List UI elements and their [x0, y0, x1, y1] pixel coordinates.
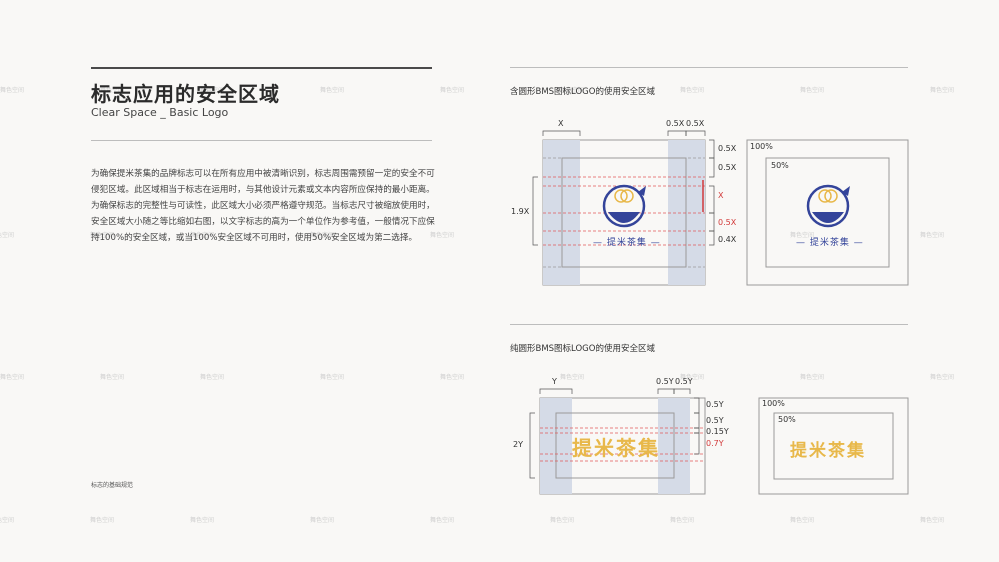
watermark-text: 舞色空间 [920, 517, 945, 524]
s2-label-left: 2Y [513, 440, 523, 449]
s1-right-label-2: X [718, 191, 724, 200]
watermark-text: 舞色空间 [0, 232, 15, 239]
section1-top-rule [510, 67, 908, 68]
watermark-text: 舞色空间 [100, 374, 125, 381]
watermark-text: 舞色空间 [930, 374, 955, 381]
s1-label-x: X [558, 119, 564, 128]
s1-logo-text-small: — 提米茶集 — [796, 238, 864, 248]
s2-bracket-left [529, 412, 535, 479]
s2-bracket-half-a [657, 388, 675, 394]
watermark-text: 舞色空间 [0, 517, 15, 524]
watermark-text: 舞色空间 [430, 517, 455, 524]
watermark-text: 舞色空间 [190, 232, 215, 239]
page-title: 标志应用的安全区域 [91, 82, 280, 106]
s1-bracket-x [542, 130, 581, 136]
s2-box-50-label: 50% [778, 415, 796, 424]
watermark-text: 舞色空间 [0, 374, 25, 381]
section2-title: 纯圆形BMS图标LOGO的使用安全区域 [510, 344, 655, 354]
s1-right-label-1: 0.5X [718, 163, 737, 172]
s1-box-100 [746, 139, 909, 286]
s2-guides [540, 427, 705, 462]
s1-box-50 [765, 157, 890, 268]
watermark-text: 舞色空间 [0, 87, 25, 94]
s2-label-half-a: 0.5Y [656, 377, 674, 386]
s2-inner-frame [555, 412, 675, 479]
s1-label-left: 1.9X [511, 207, 530, 216]
watermark-text: 舞色空间 [310, 517, 335, 524]
s2-right-label-0: 0.5Y [706, 400, 724, 409]
page-subtitle: Clear Space _ Basic Logo [91, 106, 229, 119]
watermark-text: 舞色空间 [670, 517, 695, 524]
watermark-text: 舞色空间 [440, 87, 465, 94]
watermark-text: 舞色空间 [90, 232, 115, 239]
s1-right-label-4: 0.4X [718, 235, 737, 244]
section2-top-rule [510, 324, 908, 325]
s2-label-half-b: 0.5Y [675, 377, 693, 386]
description-paragraph: 为确保提米茶集的品牌标志可以在所有应用中被清晰识别，标志周围需预留一定的安全不可… [91, 169, 435, 243]
s1-logo-mark [602, 184, 646, 228]
s2-right-label-2: 0.15Y [706, 427, 729, 436]
watermark-text: 舞色空间 [190, 517, 215, 524]
s1-logo-mark-small [806, 184, 850, 228]
watermark-text: 舞色空间 [680, 374, 705, 381]
watermark-text: 舞色空间 [800, 374, 825, 381]
watermark-text: 舞色空间 [790, 232, 815, 239]
s1-right-label-3: 0.5X [718, 218, 737, 227]
footer-label: 标志的基础规范 [91, 482, 134, 489]
title-bottom-rule [91, 140, 432, 141]
watermark-text: 舞色空间 [680, 87, 705, 94]
watermark-text: 舞色空间 [920, 232, 945, 239]
s2-right-label-3: 0.7Y [706, 439, 724, 448]
watermark-text: 舞色空间 [430, 232, 455, 239]
watermark-text: 舞色空间 [320, 374, 345, 381]
watermark-text: 舞色空间 [550, 517, 575, 524]
watermark-text: 舞色空间 [320, 87, 345, 94]
watermark-text: 舞色空间 [310, 232, 335, 239]
s2-label-y: Y [552, 377, 557, 386]
watermark-text: 舞色空间 [200, 87, 225, 94]
s2-bracket-half-b [673, 388, 691, 394]
s1-bracket-half-b [685, 130, 706, 136]
s1-label-half-a: 0.5X [666, 119, 685, 128]
s1-label-half-b: 0.5X [686, 119, 705, 128]
s1-box-100-label: 100% [750, 142, 773, 151]
s1-right-label-0: 0.5X [718, 144, 737, 153]
s2-logo-wordmark-small: 提米茶集 [790, 441, 866, 461]
s2-box-100-label: 100% [762, 399, 785, 408]
watermark-text: 舞色空间 [100, 87, 125, 94]
s1-bracket-left [532, 176, 538, 246]
s2-box-100 [758, 397, 909, 495]
s2-bracket-y [539, 388, 573, 394]
s2-box-50 [773, 412, 894, 480]
watermark-text: 舞色空间 [440, 374, 465, 381]
s1-box-50-label: 50% [771, 161, 789, 170]
watermark-text: 舞色空间 [200, 374, 225, 381]
s2-right-label-1: 0.5Y [706, 416, 724, 425]
s2-logo-wordmark: 提米茶集 [572, 436, 660, 460]
watermark-text: 舞色空间 [790, 517, 815, 524]
watermark-text: 舞色空间 [90, 517, 115, 524]
s1-logo-text: — 提米茶集 — [593, 238, 661, 248]
watermark-text: 舞色空间 [930, 87, 955, 94]
watermark-text: 舞色空间 [800, 87, 825, 94]
section1-title: 含圆形BMS图标LOGO的使用安全区域 [510, 87, 655, 97]
watermark-text: 舞色空间 [560, 87, 585, 94]
watermark-text: 舞色空间 [560, 374, 585, 381]
title-top-rule [91, 67, 432, 69]
